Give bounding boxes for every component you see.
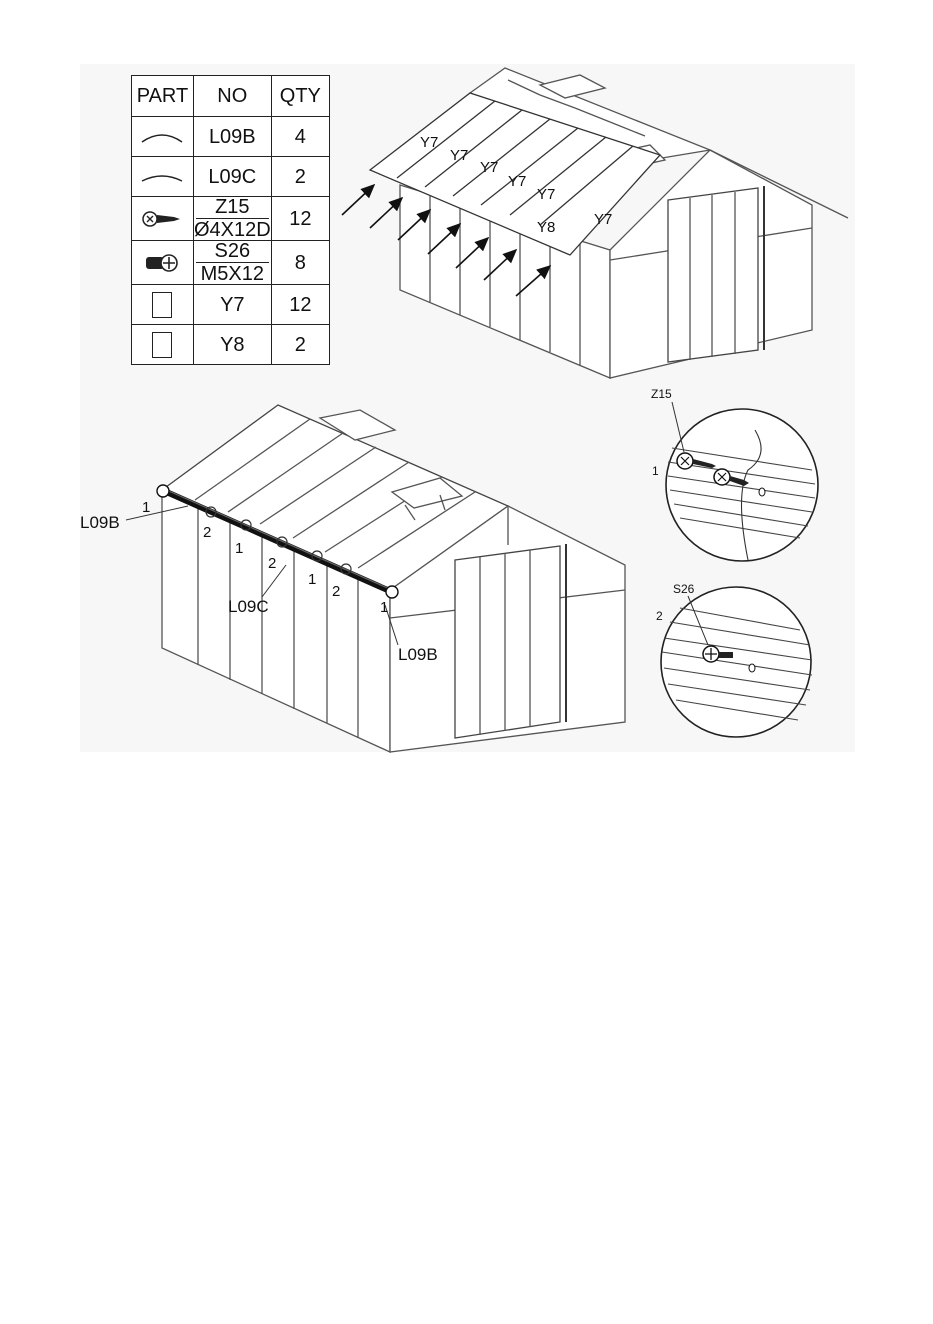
panel-label: Y7 (480, 159, 498, 176)
detail-2-screw-label: S26 (673, 582, 695, 596)
part-quantity: 2 (271, 325, 329, 365)
profile-label-middle: L09C (228, 597, 269, 616)
step-marker: 2 (268, 555, 276, 572)
part-number-code: Z15 (196, 197, 269, 219)
part-number-code: S26 (196, 241, 269, 263)
part-quantity: 2 (271, 157, 329, 197)
part-number: S26 M5X12 (193, 241, 271, 285)
table-row: L09B 4 (132, 117, 330, 157)
part-number: Y8 (193, 325, 271, 365)
panel-label: Y8 (537, 219, 555, 236)
table-row: L09C 2 (132, 157, 330, 197)
parts-table-header: PART NO QTY (132, 76, 330, 117)
flat-arch-profile-icon (140, 170, 184, 184)
step-marker: 2 (332, 583, 340, 600)
detail-1 (666, 402, 818, 561)
header-no: NO (193, 76, 271, 117)
part-cell (132, 117, 194, 157)
parts-table: PART NO QTY L09B 4 L09C 2 Z15 (131, 75, 330, 365)
profile-label-left: L09B (80, 513, 120, 532)
step-marker: 2 (203, 524, 211, 541)
header-qty: QTY (271, 76, 329, 117)
table-row: Y7 12 (132, 285, 330, 325)
table-row: Z15 Ø4X12D 12 (132, 197, 330, 241)
bolt-icon (142, 251, 182, 275)
panel-label: Y7 (420, 134, 438, 151)
step-marker: 1 (235, 540, 243, 557)
detail-2 (661, 587, 812, 737)
panel-label: Y7 (508, 173, 526, 190)
part-quantity: 8 (271, 241, 329, 285)
part-number: L09C (193, 157, 271, 197)
part-cell (132, 157, 194, 197)
part-number-size: Ø4X12D (194, 219, 271, 240)
part-number: L09B (193, 117, 271, 157)
part-quantity: 4 (271, 117, 329, 157)
step-marker: 1 (308, 571, 316, 588)
panel-label: Y7 (537, 186, 555, 203)
part-cell (132, 197, 194, 241)
part-quantity: 12 (271, 197, 329, 241)
self-tapping-screw-icon (142, 208, 182, 230)
table-row: Y8 2 (132, 325, 330, 365)
arch-profile-icon (140, 130, 184, 144)
bottom-greenhouse (162, 405, 625, 752)
profile-label-right: L09B (398, 645, 438, 664)
panel-label: Y7 (450, 147, 468, 164)
part-cell (132, 325, 194, 365)
panel-icon (152, 332, 172, 358)
part-cell (132, 285, 194, 325)
detail-2-step: 2 (656, 609, 663, 623)
step-marker: 1 (142, 499, 150, 516)
step-marker: 1 (380, 599, 388, 616)
part-cell (132, 241, 194, 285)
panel-label: Y7 (594, 211, 612, 228)
part-number: Y7 (193, 285, 271, 325)
header-part: PART (132, 76, 194, 117)
detail-1-screw-label: Z15 (651, 387, 672, 401)
table-row: S26 M5X12 8 (132, 241, 330, 285)
part-quantity: 12 (271, 285, 329, 325)
detail-1-step: 1 (652, 464, 659, 478)
part-number: Z15 Ø4X12D (193, 197, 271, 241)
panel-icon (152, 292, 172, 318)
part-number-size: M5X12 (194, 263, 271, 284)
